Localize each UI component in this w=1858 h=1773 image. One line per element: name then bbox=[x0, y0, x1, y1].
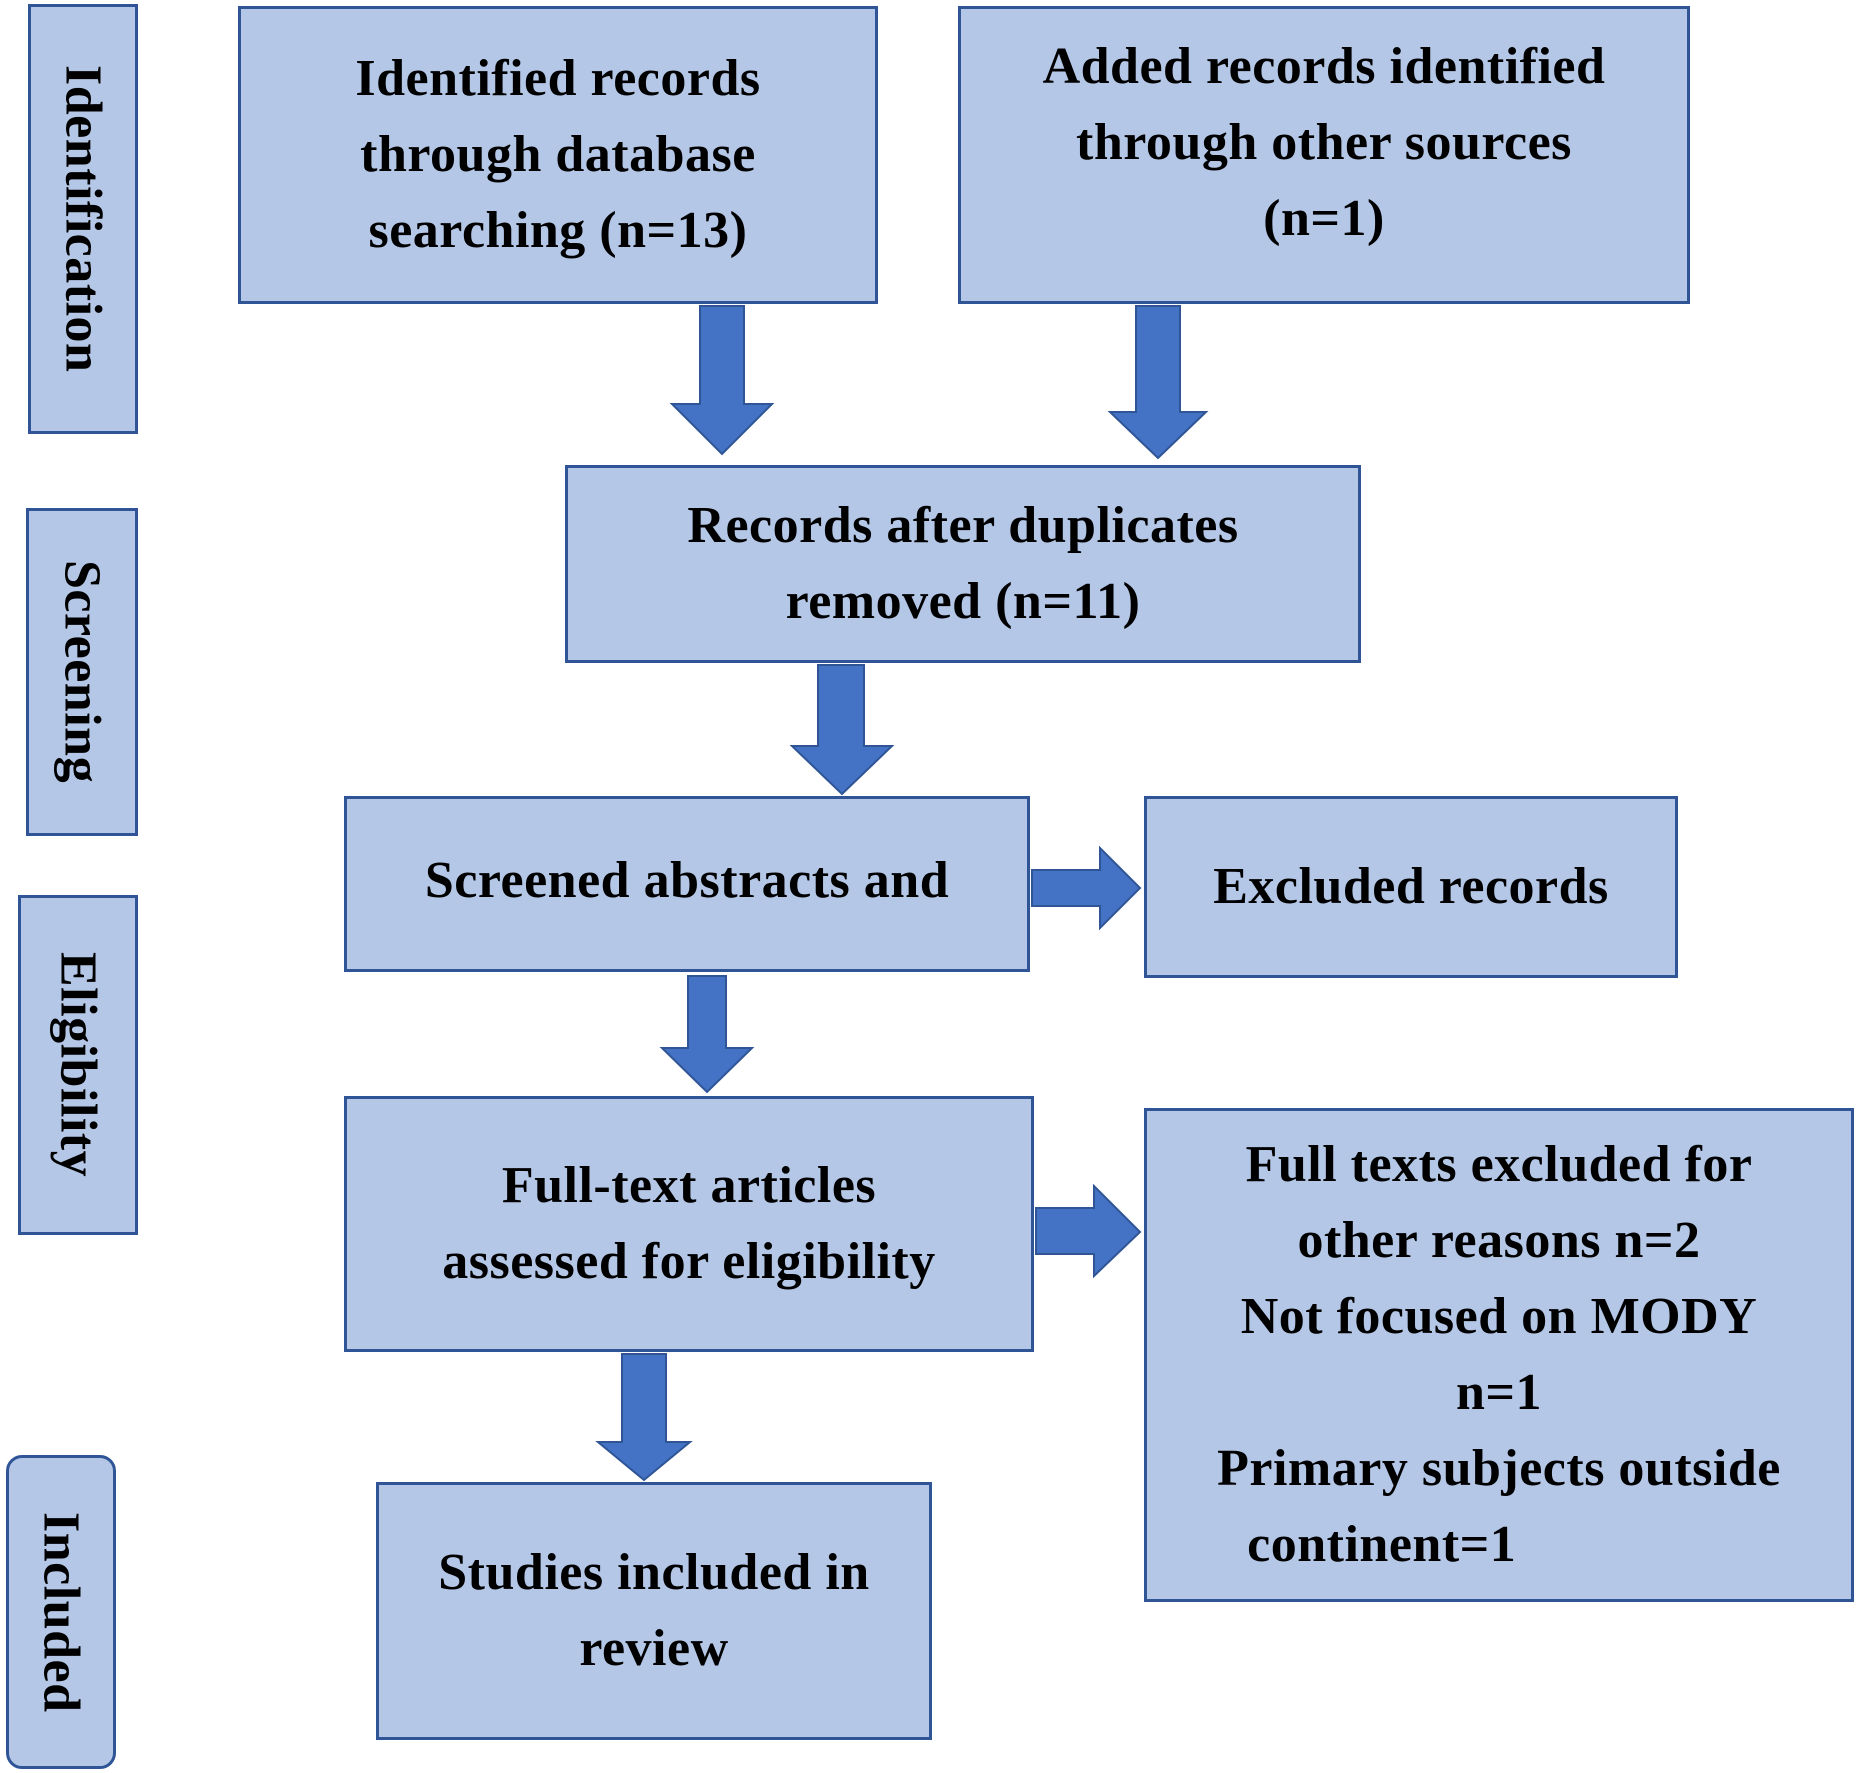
stage-screening: Screening bbox=[26, 508, 138, 836]
box-other-sources-line-2: through other sources bbox=[1076, 114, 1572, 171]
box-full-text-excluded-line-6: continent=1 bbox=[1247, 1516, 1517, 1573]
box-full-text-line-2: assessed for eligibility bbox=[442, 1233, 936, 1290]
stage-included: Included bbox=[6, 1455, 116, 1769]
stage-included-label: Included bbox=[32, 1511, 90, 1713]
stage-identification: Identification bbox=[28, 4, 138, 434]
arrow-other-to-duplicates bbox=[1107, 305, 1209, 460]
box-database-records-line-1: Identified records bbox=[355, 50, 761, 107]
box-database-records-line-2: through database bbox=[360, 126, 756, 183]
box-screened: Screened abstracts and bbox=[344, 796, 1030, 972]
box-full-text-excluded-line-4: n=1 bbox=[1455, 1364, 1543, 1421]
box-screened-line-1: Screened abstracts and bbox=[424, 852, 950, 909]
box-other-sources-line-1: Added records identified bbox=[1042, 38, 1606, 95]
box-other-sources: Added records identified through other s… bbox=[958, 6, 1690, 304]
arrow-database-to-duplicates bbox=[669, 305, 775, 456]
arrow-fulltext-to-included bbox=[595, 1353, 693, 1482]
box-full-text-excluded-line-1: Full texts excluded for bbox=[1245, 1136, 1753, 1193]
box-after-duplicates-line-1: Records after duplicates bbox=[687, 497, 1239, 554]
stage-eligibility-label: Eligibility bbox=[49, 952, 107, 1178]
box-full-text-excluded-line-5: Primary subjects outside bbox=[1217, 1440, 1781, 1497]
stage-screening-label: Screening bbox=[53, 560, 111, 784]
box-full-text-excluded-line-3: Not focused on MODY bbox=[1240, 1288, 1758, 1345]
box-full-text-excluded-line-2: other reasons n=2 bbox=[1297, 1212, 1701, 1269]
box-excluded: Excluded records bbox=[1144, 796, 1678, 978]
box-database-records: Identified records through database sear… bbox=[238, 6, 878, 304]
stage-identification-label: Identification bbox=[54, 65, 112, 373]
arrow-screened-to-fulltext bbox=[659, 975, 755, 1094]
box-included-line-1: Studies included in bbox=[438, 1544, 870, 1601]
box-excluded-line-1: Excluded records bbox=[1213, 858, 1609, 915]
arrow-screened-to-excluded bbox=[1031, 845, 1142, 931]
box-database-records-line-3: searching (n=13) bbox=[368, 202, 748, 259]
box-full-text: Full-text articles assessed for eligibil… bbox=[344, 1096, 1034, 1352]
box-full-text-excluded: Full texts excluded for other reasons n=… bbox=[1144, 1108, 1854, 1602]
box-after-duplicates: Records after duplicates removed (n=11) bbox=[565, 465, 1361, 663]
box-full-text-line-1: Full-text articles bbox=[501, 1157, 877, 1214]
box-included-line-2: review bbox=[579, 1620, 729, 1677]
arrow-duplicates-to-screened bbox=[789, 664, 895, 796]
arrow-fulltext-to-excluded bbox=[1035, 1183, 1142, 1279]
stage-eligibility: Eligibility bbox=[18, 895, 138, 1235]
box-included: Studies included in review bbox=[376, 1482, 932, 1740]
box-after-duplicates-line-2: removed (n=11) bbox=[785, 573, 1141, 630]
box-other-sources-line-3: (n=1) bbox=[1263, 190, 1385, 247]
